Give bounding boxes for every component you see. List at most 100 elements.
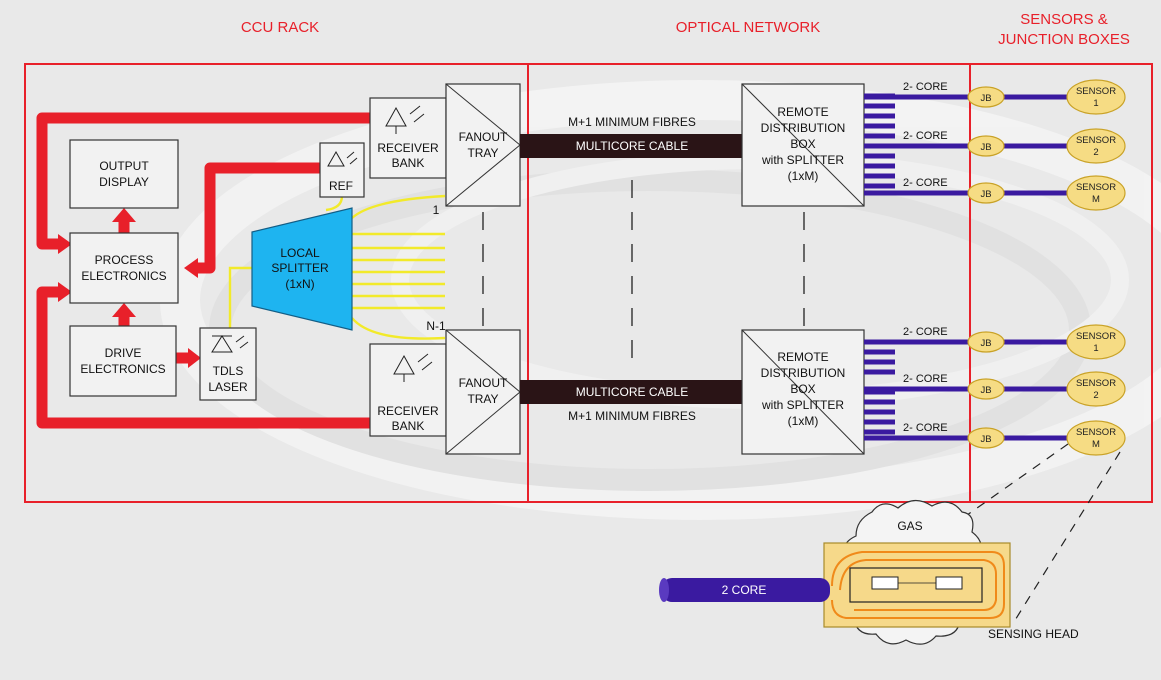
receiver-bank-bottom-label-1: RECEIVER [377, 404, 439, 418]
two-core-label: 2- CORE [903, 81, 948, 93]
zoom-lines [959, 443, 1121, 626]
junction-box [967, 182, 1005, 204]
jb-label: JB [980, 385, 991, 396]
junction-box [967, 135, 1005, 157]
receiver-bank-bottom: RECEIVER BANK [369, 343, 447, 437]
drive-electronics-label-1: DRIVE [105, 346, 142, 360]
sensor-link-bottom-2: 2- CORE JB SENSOR 2 [864, 371, 1126, 407]
fanout-tray-top-label-1: FANOUT [459, 130, 508, 144]
process-electronics-box: PROCESS ELECTRONICS [69, 232, 179, 304]
sensor-link-top-1: 2- CORE JB SENSOR 1 [864, 79, 1126, 115]
two-core-cable: 2 CORE [659, 578, 830, 602]
port-label-first: 1 [433, 203, 440, 217]
rdb-top-label-5: (1xM) [788, 169, 819, 183]
sensor-number-label: 1 [1093, 98, 1098, 109]
local-splitter-label-3: (1xN) [285, 277, 314, 291]
sensor-link-bottom-m: 2- CORE JB SENSOR M [864, 420, 1126, 456]
two-core-cable-body [662, 578, 830, 602]
sensor-link-top-m: 2- CORE JB SENSOR M [864, 175, 1126, 211]
sensor-label: SENSOR [1076, 427, 1116, 438]
junction-box [967, 86, 1005, 108]
two-core-label: 2- CORE [903, 130, 948, 142]
two-core-label: 2- CORE [903, 422, 948, 434]
sensing-head-body [823, 542, 1011, 628]
jb-label: JB [980, 189, 991, 200]
fanout-tray-bottom-label-2: TRAY [467, 392, 498, 406]
section-title-sensors-line1: SENSORS & [1020, 11, 1108, 28]
sensor-node [1066, 175, 1126, 211]
two-core-label: 2- CORE [903, 373, 948, 385]
local-splitter: LOCAL SPLITTER (1xN) [251, 207, 353, 331]
junction-box [967, 378, 1005, 400]
gas-label: GAS [897, 519, 922, 533]
fanout-tray-top: FANOUT TRAY [445, 83, 521, 207]
tdls-laser-label-2: LASER [208, 380, 248, 394]
sensing-head [823, 499, 1011, 645]
fanout-tray-bottom: FANOUT TRAY [445, 329, 521, 455]
sensor-node [1066, 371, 1126, 407]
receiver-bank-top-label-1: RECEIVER [377, 141, 439, 155]
receiver-bank-top: RECEIVER BANK [369, 97, 447, 179]
section-title-sensors-line2: JUNCTION BOXES [998, 31, 1130, 48]
jb-label: JB [980, 93, 991, 104]
rdb-top-label-3: BOX [790, 137, 815, 151]
multicore-cable-bottom-label: MULTICORE CABLE [576, 385, 688, 399]
process-electronics-label-1: PROCESS [95, 253, 154, 267]
min-fibres-bottom-label: M+1 MINIMUM FIBRES [568, 409, 696, 423]
jb-label: JB [980, 434, 991, 445]
min-fibres-top-label: M+1 MINIMUM FIBRES [568, 115, 696, 129]
rdb-bottom-label-3: BOX [790, 382, 815, 396]
rdb-bottom-label-5: (1xM) [788, 414, 819, 428]
rdb-top-label-4: with SPLITTER [761, 153, 844, 167]
drive-electronics-box: DRIVE ELECTRONICS [69, 325, 177, 397]
sensor-link-bottom-1: 2- CORE JB SENSOR 1 [864, 324, 1126, 360]
rdb-bottom-label-1: REMOTE [777, 350, 828, 364]
multicore-cable-top: MULTICORE CABLE [520, 134, 742, 158]
section-title-ccu-rack: CCU RACK [241, 19, 319, 36]
remote-distribution-box-top: REMOTE DISTRIBUTION BOX with SPLITTER (1… [741, 83, 865, 207]
sensor-number-label: 2 [1093, 147, 1098, 158]
sensor-node [1066, 79, 1126, 115]
fanout-tray-bottom-label-1: FANOUT [459, 376, 508, 390]
local-splitter-label-2: SPLITTER [271, 261, 329, 275]
fibre-stubs-top [864, 93, 895, 189]
sensor-node [1066, 324, 1126, 360]
tdls-laser-box: TDLS LASER [199, 327, 257, 401]
receiver-bank-top-label-2: BANK [392, 156, 425, 170]
sensor-number-label: 1 [1093, 343, 1098, 354]
section-title-optical-network: OPTICAL NETWORK [676, 19, 820, 36]
two-core-label: 2- CORE [903, 326, 948, 338]
junction-box [967, 427, 1005, 449]
sensor-link-top-2: 2- CORE JB SENSOR 2 [864, 128, 1126, 164]
laser-diode-icon [211, 335, 233, 353]
two-core-label: 2- CORE [903, 177, 948, 189]
fanout-tray-top-label-2: TRAY [467, 146, 498, 160]
jb-label: JB [980, 338, 991, 349]
output-display-label-2: DISPLAY [99, 175, 149, 189]
rdb-bottom-label-2: DISTRIBUTION [761, 366, 846, 380]
sensor-label: SENSOR [1076, 331, 1116, 342]
port-label-last: N-1 [426, 319, 446, 333]
drive-electronics-label-2: ELECTRONICS [80, 362, 165, 376]
output-display-box: OUTPUT DISPLAY [69, 139, 179, 209]
ref-detector-box: REF [319, 142, 365, 198]
sensing-head-caption: SENSING HEAD [988, 627, 1079, 641]
two-core-cable-label: 2 CORE [722, 583, 767, 597]
remote-distribution-box-bottom: REMOTE DISTRIBUTION BOX with SPLITTER (1… [741, 329, 865, 455]
process-electronics-label-2: ELECTRONICS [81, 269, 166, 283]
sensor-label: SENSOR [1076, 86, 1116, 97]
jb-label: JB [980, 142, 991, 153]
sensor-number-label: M [1092, 194, 1100, 205]
sensor-number-label: M [1092, 439, 1100, 450]
junction-box [967, 331, 1005, 353]
receiver-bank-bottom-label-2: BANK [392, 419, 425, 433]
multicore-cable-bottom: MULTICORE CABLE [520, 380, 742, 404]
ref-label: REF [329, 179, 353, 193]
frame-sensors [969, 63, 1153, 503]
sensor-label: SENSOR [1076, 378, 1116, 389]
sensor-node [1066, 128, 1126, 164]
rdb-top-label-2: DISTRIBUTION [761, 121, 846, 135]
sensor-label: SENSOR [1076, 135, 1116, 146]
